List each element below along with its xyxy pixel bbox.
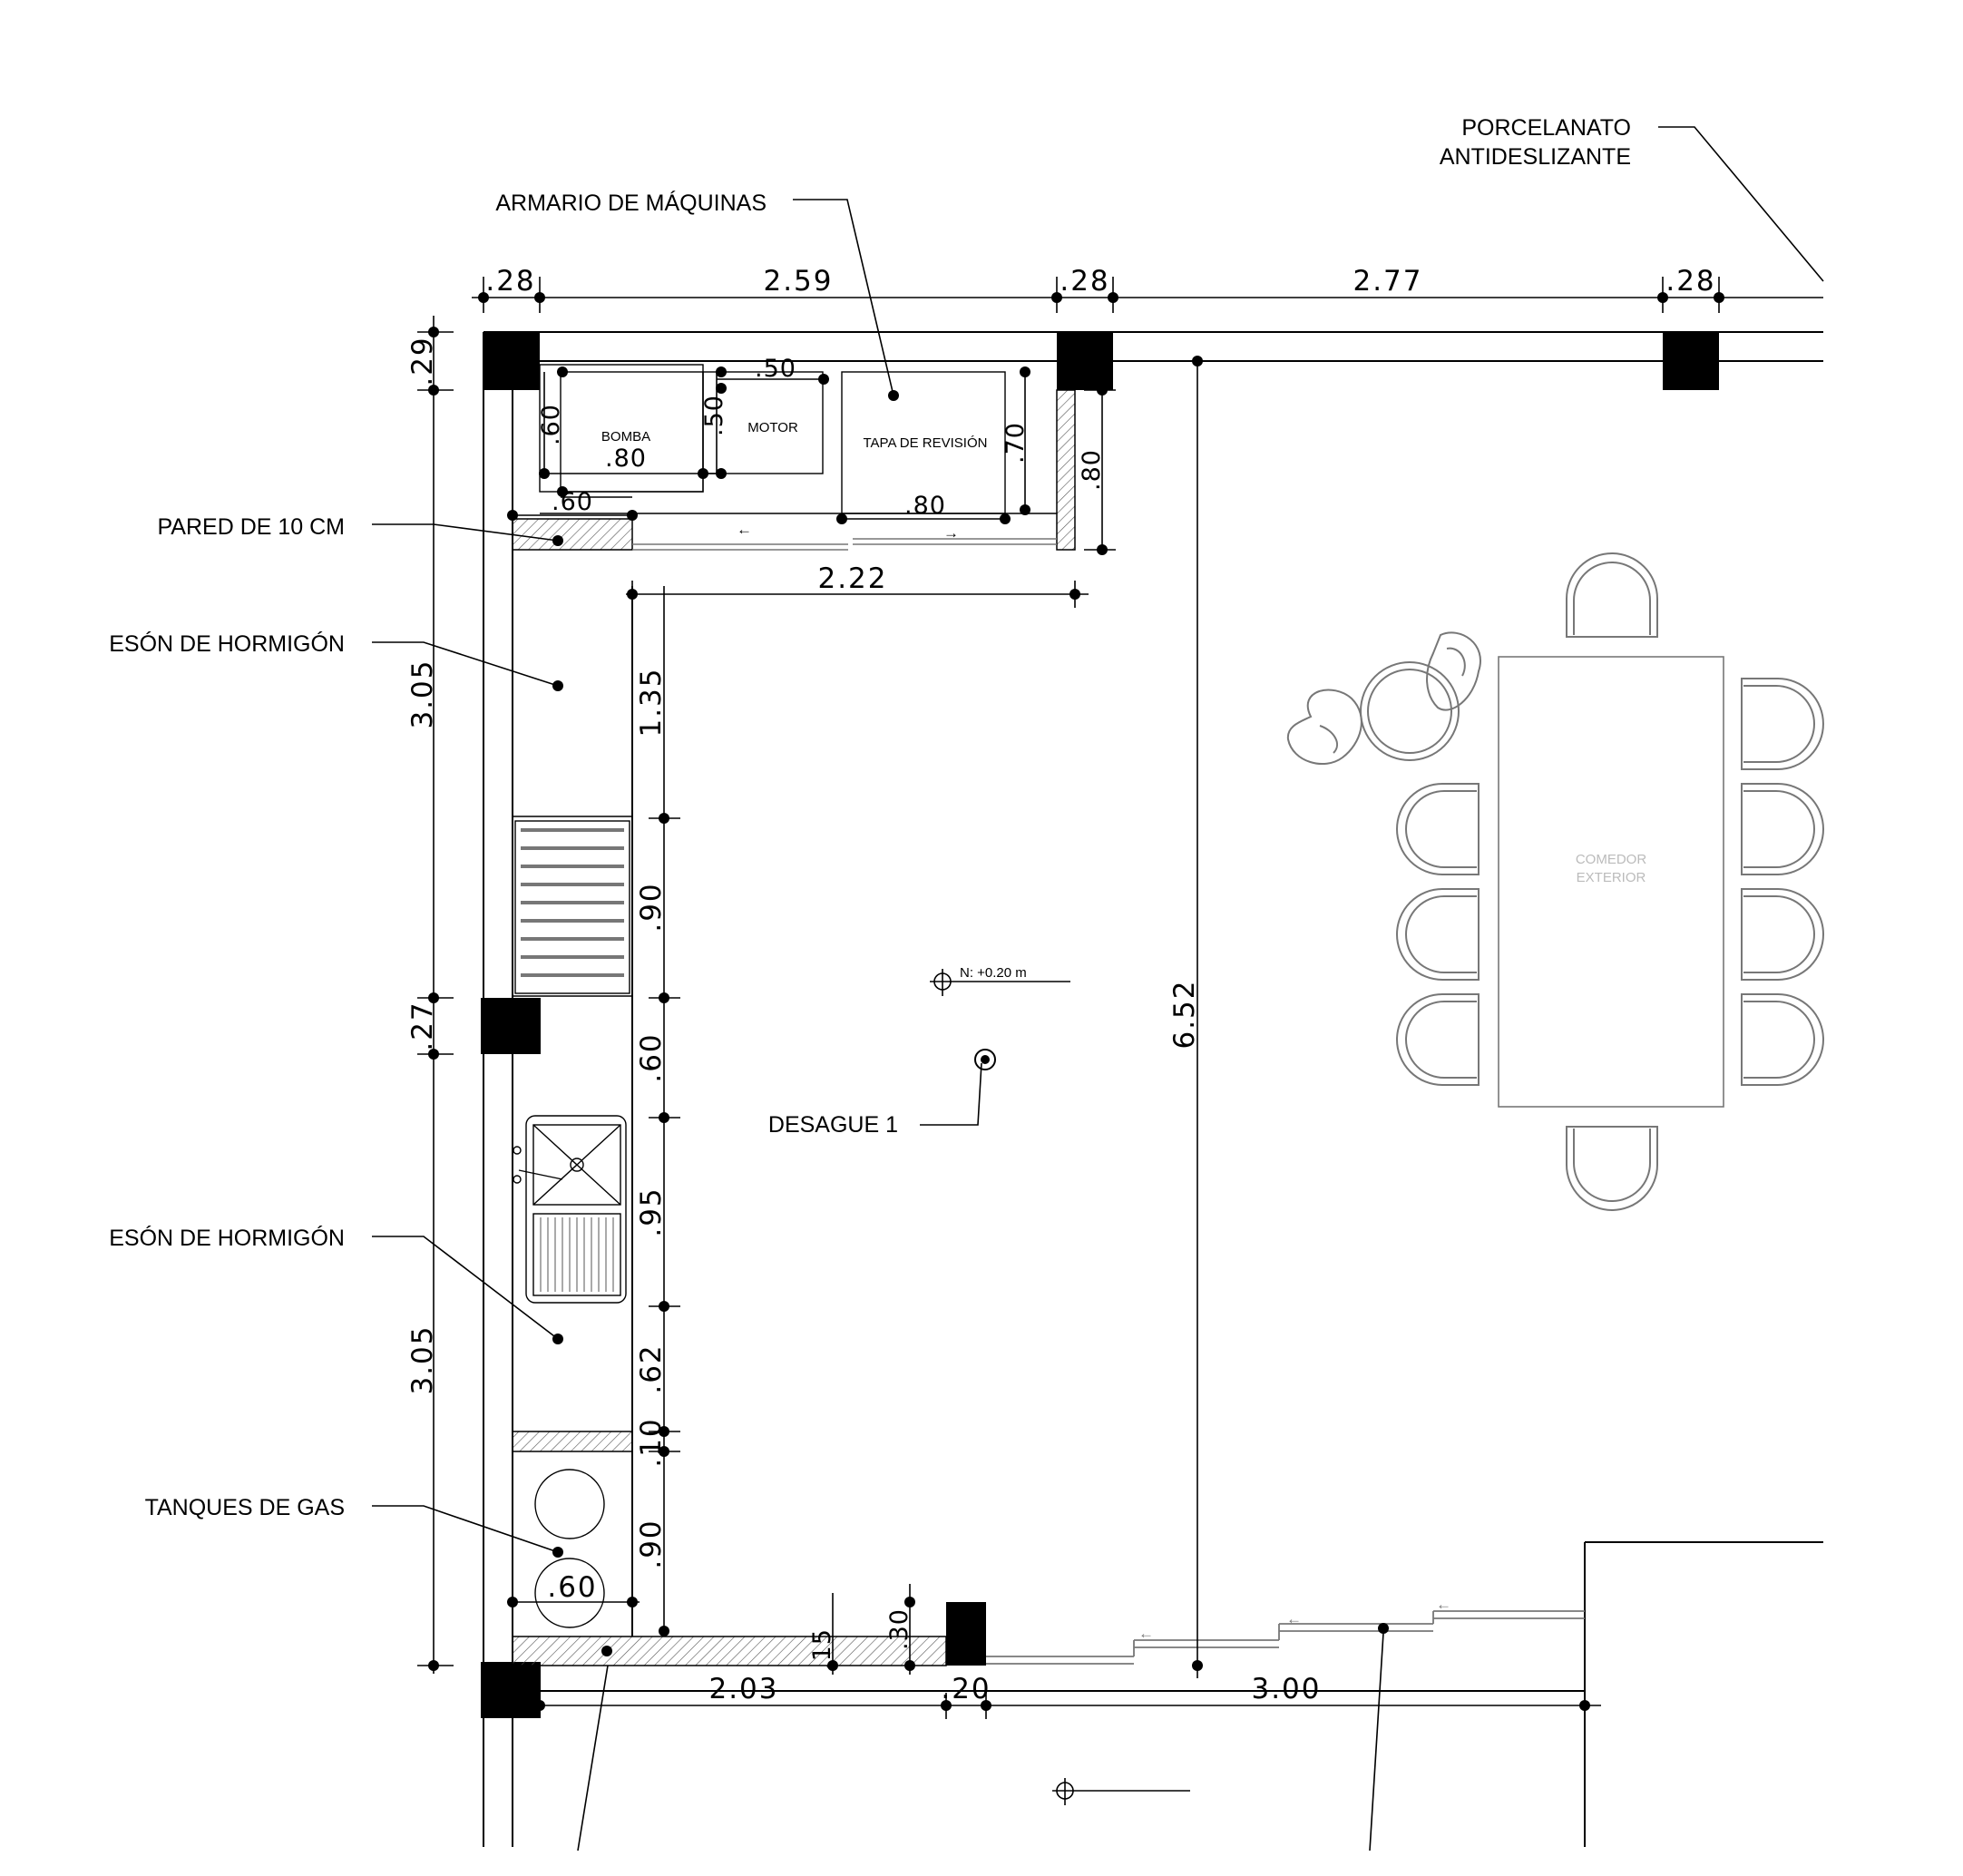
svg-text:←: ← xyxy=(1138,1625,1155,1642)
machine-room: ← → xyxy=(539,364,1057,551)
column xyxy=(1057,332,1113,390)
dim-wall-080: .80 xyxy=(1078,449,1106,491)
column xyxy=(481,1662,541,1718)
gas-tank xyxy=(534,1558,605,1628)
dim-bot-300: 3.00 xyxy=(1251,1673,1321,1705)
dim-090b: .90 xyxy=(635,1519,668,1568)
bomba-label: BOMBA xyxy=(601,429,650,445)
gas-tank xyxy=(534,1469,605,1539)
comedor-label: COMEDOR xyxy=(1576,852,1647,867)
column xyxy=(481,998,541,1054)
tanques-label: TANQUES DE GAS xyxy=(145,1495,345,1520)
dimension-ticks xyxy=(428,292,1724,1711)
meson-label-2: ESÓN DE HORMIGÓN xyxy=(109,1225,345,1251)
dim-top-259: 2.59 xyxy=(763,265,833,298)
dim-095: .95 xyxy=(635,1187,668,1236)
dim-030: .30 xyxy=(885,1608,913,1650)
leader-lines xyxy=(372,126,1824,1852)
dim-top-028b: .28 xyxy=(1060,265,1109,298)
dim-motor-050h: .50 xyxy=(755,355,796,383)
exterior-label: EXTERIOR xyxy=(1577,870,1646,885)
antideslizante-label: ANTIDESLIZANTE xyxy=(1440,144,1631,170)
counter-top xyxy=(513,586,633,1637)
dim-gas-060: .60 xyxy=(547,1571,597,1604)
dim-222: 2.22 xyxy=(817,562,887,595)
porcelanato-label: PORCELANATO xyxy=(1461,115,1631,141)
dim-010: .10 xyxy=(635,1417,668,1467)
dim-bot-020: .20 xyxy=(941,1673,991,1705)
motor-label: MOTOR xyxy=(747,420,798,435)
dining-chairs xyxy=(1286,552,1824,1211)
dim-090a: .90 xyxy=(635,882,668,932)
column xyxy=(1663,332,1719,390)
armario-label: ARMARIO DE MÁQUINAS xyxy=(495,190,767,216)
svg-text:→: → xyxy=(943,524,960,542)
structural-columns xyxy=(481,332,1719,1718)
dim-tapa-070: .70 xyxy=(1001,422,1030,464)
level-marker-icon xyxy=(930,969,1070,996)
leader-dots xyxy=(552,390,1389,1656)
exterior-walls xyxy=(483,331,1823,1847)
dim-top-028c: .28 xyxy=(1665,265,1715,298)
dim-left-305b: 3.05 xyxy=(406,1324,439,1394)
dim-bomba-080: .80 xyxy=(605,445,647,473)
dim-left-027: .27 xyxy=(406,1001,439,1050)
dim-top-028a: .28 xyxy=(485,265,535,298)
dim-tapa-080: .80 xyxy=(904,492,946,520)
svg-text:←: ← xyxy=(1286,1610,1303,1627)
dim-bomba-060: .60 xyxy=(537,404,565,445)
dim-top-277: 2.77 xyxy=(1353,265,1422,298)
dining-table: COMEDOR EXTERIOR xyxy=(1498,656,1724,1108)
nivel-label: N: +0.20 m xyxy=(960,965,1027,981)
dim-015: .15 xyxy=(808,1628,836,1670)
pared-label: PARED DE 10 CM xyxy=(157,514,345,540)
dim-060: .60 xyxy=(635,1032,668,1082)
svg-text:←: ← xyxy=(737,521,753,538)
column xyxy=(946,1602,986,1666)
dim-motor-050v: .50 xyxy=(700,395,728,436)
svg-text:←: ← xyxy=(1436,1596,1452,1613)
steps xyxy=(986,1610,1585,1665)
tapa-label: TAPA DE REVISIÓN xyxy=(864,435,988,451)
hatched-walls xyxy=(512,389,1076,1666)
dim-left-029: .29 xyxy=(406,336,439,386)
dim-left-305a: 3.05 xyxy=(406,659,439,728)
dim-bot-203: 2.03 xyxy=(708,1673,778,1705)
meson-label-1: ESÓN DE HORMIGÓN xyxy=(109,630,345,657)
drain-icon xyxy=(974,1049,996,1070)
column xyxy=(483,332,540,390)
level-marker-bottom-icon xyxy=(1052,1778,1190,1805)
dim-652: 6.52 xyxy=(1168,979,1201,1049)
dimension-lines xyxy=(417,277,1823,1719)
desague-label: DESAGUE 1 xyxy=(768,1112,898,1138)
dim-062: .62 xyxy=(635,1343,668,1393)
dim-bomba-060b: .60 xyxy=(552,488,593,516)
dim-135: 1.35 xyxy=(635,667,668,737)
